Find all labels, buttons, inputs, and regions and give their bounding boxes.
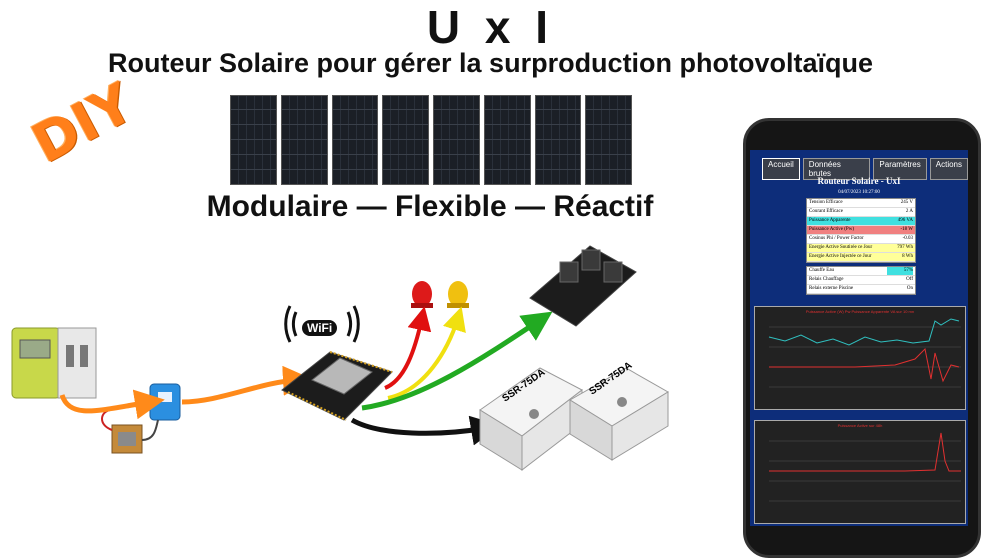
tab-actions[interactable]: Actions xyxy=(929,158,968,180)
app-date: 04/07/2023 10:27:00 xyxy=(838,190,880,195)
graph-legend: Puissance Active (W) Pw Puissance Appare… xyxy=(805,309,915,314)
red-led xyxy=(411,281,433,308)
app-tabs: Accueil Données brutes Paramètres Action… xyxy=(762,158,968,180)
orange-wire xyxy=(59,389,165,420)
solar-panel xyxy=(585,95,632,185)
solar-panel xyxy=(534,95,582,185)
solar-panels xyxy=(230,95,632,185)
subtitle: Routeur Solaire pour gérer la surproduct… xyxy=(107,48,874,78)
yellow-wire xyxy=(387,306,466,400)
orange-wire xyxy=(181,365,313,405)
electricity-meter xyxy=(11,327,97,399)
black-wire xyxy=(350,415,501,446)
wifi-icon xyxy=(284,305,360,343)
power-graph-48h: Puissance Active sur 48h xyxy=(754,420,966,524)
wifi-label: WiFi xyxy=(302,320,338,336)
graph-legend: Puissance Active sur 48h xyxy=(837,423,883,428)
tab-accueil[interactable]: Accueil xyxy=(762,158,800,180)
green-wire xyxy=(361,311,553,411)
measure-row: Puissance Active (Pw)-18 W xyxy=(807,226,915,235)
page-title: U x I xyxy=(426,1,555,53)
power-graph-10mn: Puissance Active (W) Pw Puissance Appare… xyxy=(754,306,966,410)
solar-panel xyxy=(483,95,531,185)
yellow-led xyxy=(447,281,469,308)
measure-row: Cosinus Phi / Power Factor-0.03 xyxy=(807,235,915,244)
solar-panel xyxy=(433,95,480,185)
transformer xyxy=(101,409,159,454)
current-clamp-sensor xyxy=(149,383,181,421)
ssr-relay xyxy=(479,367,583,472)
tab-parametres[interactable]: Paramètres xyxy=(873,158,927,180)
app-title: Routeur Solaire - UxI xyxy=(817,176,901,186)
esp32-board xyxy=(281,351,393,421)
phone-screen: Accueil Données brutes Paramètres Action… xyxy=(750,150,968,526)
tagline: Modulaire — Flexible — Réactif xyxy=(206,190,654,223)
dimmer-module xyxy=(529,245,637,327)
solar-panel xyxy=(230,95,277,185)
red-wire xyxy=(384,306,432,390)
ssr-relay xyxy=(569,367,669,461)
solar-panel xyxy=(280,95,328,185)
solar-panel xyxy=(331,95,379,185)
solar-panel xyxy=(382,95,429,185)
tab-donnees-brutes[interactable]: Données brutes xyxy=(802,158,871,180)
